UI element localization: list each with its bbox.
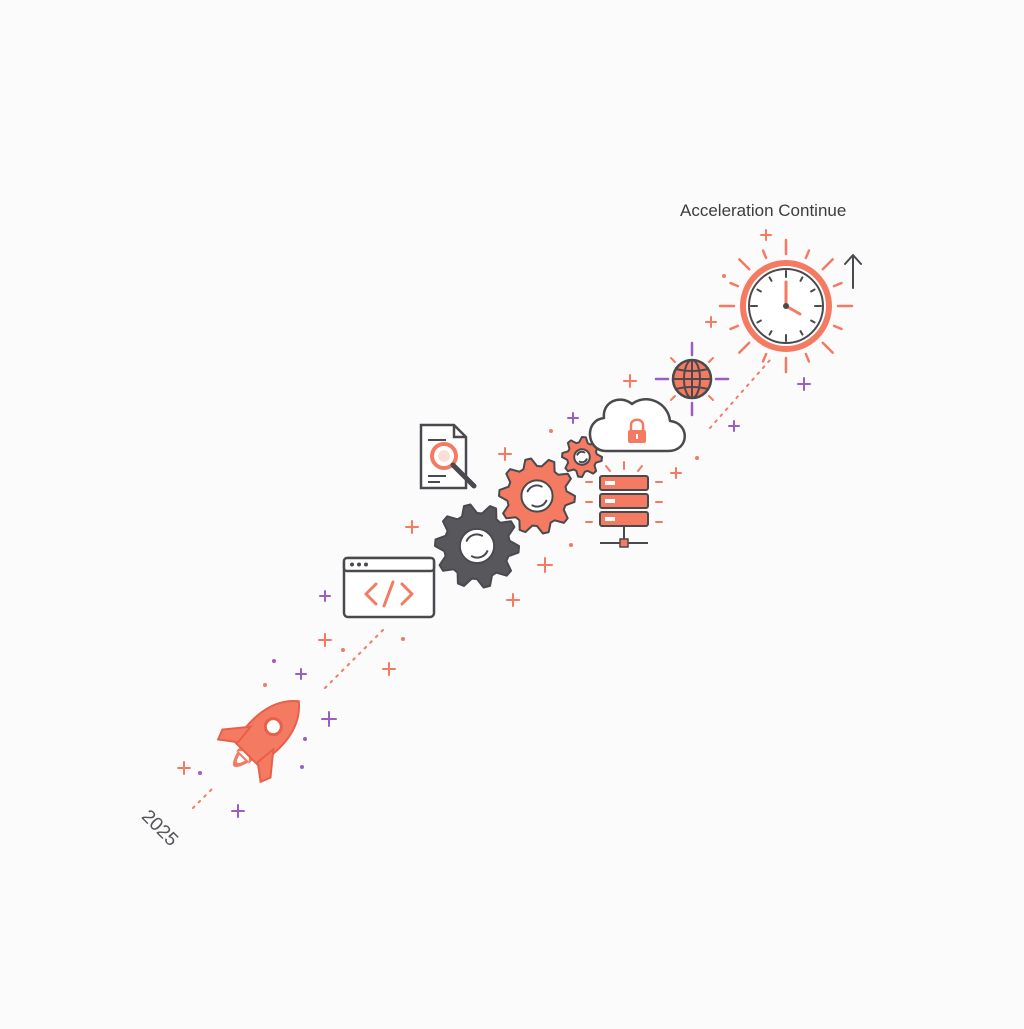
sparkle-22 <box>670 467 682 479</box>
sparkle-3 <box>263 683 267 687</box>
globe-icon <box>654 341 730 417</box>
sparkle-7 <box>303 737 307 741</box>
sparkle-8 <box>300 765 304 769</box>
gear-icon-large <box>434 503 520 589</box>
sparkle-21 <box>623 374 637 388</box>
gear-icon-medium <box>498 457 576 535</box>
rocket-icon <box>216 700 300 784</box>
code-window-icon <box>342 556 436 619</box>
end-label: Acceleration Continue <box>680 201 847 220</box>
sparkle-4 <box>272 659 276 663</box>
cloud-lock-icon <box>588 398 686 453</box>
sparkle-16 <box>506 593 520 607</box>
sparkle-18 <box>569 543 573 547</box>
sparkle-1 <box>198 771 202 775</box>
sparkle-17 <box>537 557 553 573</box>
sparkle-0 <box>177 761 191 775</box>
gear-cluster <box>434 436 603 589</box>
gear-icon-small <box>561 436 603 478</box>
sparkles <box>177 229 811 818</box>
document-search-icon <box>419 423 477 490</box>
sparkle-12 <box>401 637 405 641</box>
sparkle-27 <box>797 377 811 391</box>
sparkle-23 <box>695 456 699 460</box>
sparkle-10 <box>341 648 345 652</box>
sparkle-15 <box>498 447 512 461</box>
sparkle-25 <box>705 316 717 328</box>
sparkle-24 <box>728 420 740 432</box>
server-icon <box>585 461 663 548</box>
sparkle-20 <box>567 412 579 424</box>
sparkle-14 <box>405 520 419 534</box>
sparkle-13 <box>319 590 331 602</box>
sparkle-9 <box>318 633 332 647</box>
sparkle-28 <box>722 274 726 278</box>
sparkle-26 <box>760 229 772 241</box>
sparkle-11 <box>382 662 396 676</box>
up-arrow-icon <box>844 254 862 289</box>
sparkle-19 <box>549 429 553 433</box>
sparkle-6 <box>321 711 337 727</box>
sparkle-5 <box>295 668 307 680</box>
trajectory-path <box>192 359 771 809</box>
clock-icon <box>718 238 854 374</box>
sparkle-2 <box>231 804 245 818</box>
